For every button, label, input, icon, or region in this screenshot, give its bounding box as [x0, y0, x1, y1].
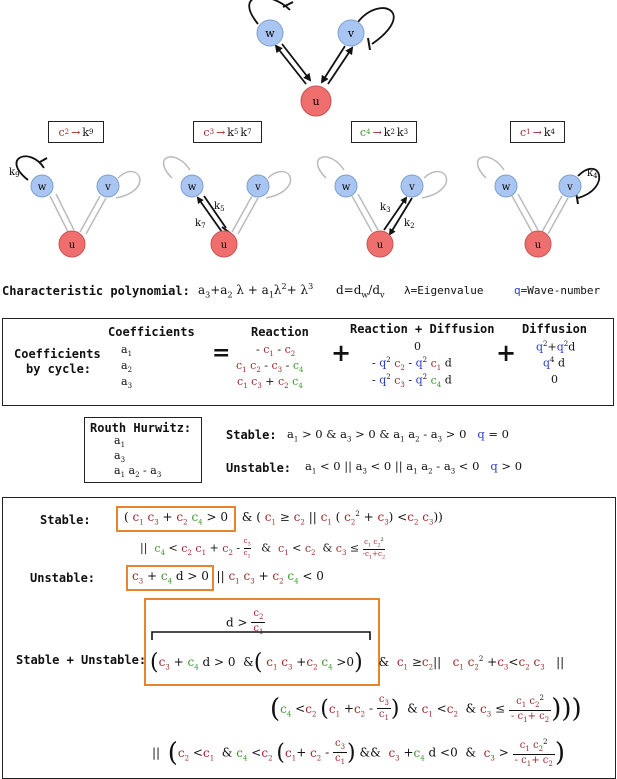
svg-text:u: u: [377, 240, 384, 251]
cycle-networks: k9 w v u k5 k7 w v u k3: [9, 155, 601, 258]
edge-u-v: [327, 46, 354, 85]
diff-a2: q4 d: [543, 356, 566, 370]
node-w-label: w: [265, 27, 275, 40]
network-3: k3 k2 w v u: [316, 156, 448, 258]
coefficients-table: [2, 318, 614, 406]
svg-text:v: v: [408, 182, 415, 193]
svg-text:u: u: [221, 240, 228, 251]
char-poly-expression: a3+a2 λ + a1λ2+ λ3: [198, 282, 314, 300]
svg-text:v: v: [254, 182, 261, 193]
cond-stable-label: Stable:: [40, 513, 91, 527]
network-2: k5 k7 w v u: [162, 156, 292, 258]
edge-v-u: [320, 45, 346, 84]
edge-label-k3: k3: [380, 202, 391, 214]
node-v: [337, 19, 365, 47]
plus-sign-1: +: [331, 338, 352, 367]
col-header-reaction-diffusion: Reaction + Diffusion: [350, 322, 495, 336]
edge-label-k7: k7: [195, 218, 206, 230]
v-self-loop: [357, 7, 395, 45]
svg-text:w: w: [188, 182, 197, 193]
stable-expression-line-1: ( c1 c3 + c2 c4 > 0 & ( c1 ≥ c2 || c1 ( …: [124, 510, 443, 527]
cycle-1-k: k: [82, 125, 90, 139]
svg-text:w: w: [38, 182, 47, 193]
col-header-reaction: Reaction: [251, 325, 309, 339]
coef-row-label-2: by cycle:: [26, 362, 92, 376]
routh-item-a1: a1: [114, 434, 126, 450]
routh-item-a3: a3: [114, 449, 126, 465]
w-self-inhibit: [282, 1, 294, 8]
routh-stable-label: Stable:: [226, 428, 277, 442]
node-w: [256, 19, 284, 47]
svg-text:u: u: [535, 240, 542, 251]
coef-a2: a2: [121, 359, 133, 375]
rd-a3: - q2 c3 - q2 c4 d: [372, 373, 452, 389]
lambda-definition: λ=Eigenvalue: [404, 284, 484, 297]
reaction-a3: c1 c3 + c2 c4: [237, 375, 303, 391]
svg-text:u: u: [69, 240, 76, 251]
edge-w-u: [281, 43, 312, 82]
top-network-diagram: w v u: [248, 0, 395, 117]
diff-a3: 0: [551, 373, 558, 386]
network-1: k9 w v u: [9, 155, 141, 258]
svg-text:w: w: [502, 182, 511, 193]
reaction-a2: c1 c2 - c3 - c4: [236, 359, 304, 375]
cond-unstable-label: Unstable:: [30, 571, 96, 585]
plus-sign-2: +: [496, 338, 517, 367]
edge-label-k2: k2: [404, 218, 415, 230]
edge-label-k4: k4: [587, 168, 598, 180]
rd-a2: - q2 c2 - q2 c1 d: [372, 356, 452, 372]
w-self-loop: [248, 0, 291, 25]
rd-a1: 0: [414, 340, 421, 353]
routh-item-a1a2-a3: a1 a2 - a3: [114, 464, 162, 480]
su-highlight-box: [144, 598, 380, 686]
svg-text:v: v: [104, 182, 111, 193]
routh-unstable-condition: a1 < 0 || a3 < 0 || a1 a2 - a3 < 0 q > 0: [305, 459, 523, 476]
d-definition: d=dw/dv: [336, 283, 385, 300]
stable-highlight-box: [116, 506, 236, 532]
coef-row-label-1: Coefficients: [14, 347, 101, 361]
cycle-1-arrow: →: [71, 125, 81, 139]
unstable-expression: c3 + c4 d > 0 || c1 c3 + c2 c4 < 0: [132, 569, 324, 586]
edge-u-w-1: [274, 44, 307, 85]
reaction-a1: - c1 - c2: [256, 343, 296, 359]
node-v-label: v: [347, 27, 355, 40]
v-self-inhibit: [367, 37, 371, 51]
q-definition: q=Wave-number: [514, 284, 601, 297]
network-4: k4 w v u: [476, 156, 601, 258]
unstable-highlight-box: [126, 565, 214, 591]
routh-stable-condition: a1 > 0 & a3 > 0 & a1 a2 - a3 > 0 q = 0: [287, 427, 509, 444]
cycle-1-c: c: [58, 125, 65, 139]
routh-unstable-label: Unstable:: [226, 461, 292, 475]
edge-label-k9: k9: [9, 167, 20, 179]
node-u-label: u: [312, 95, 319, 108]
svg-text:w: w: [342, 182, 351, 193]
edge-label-k5: k5: [214, 201, 225, 213]
col-header-diffusion: Diffusion: [522, 322, 588, 336]
diff-a1: q2+q2d: [536, 340, 576, 354]
routh-title: Routh Hurwitz:: [90, 421, 192, 435]
su-expression-line-1: (c3 + c4 d > 0 &( c1 c3 +c2 c4 >0) & c1 …: [150, 650, 565, 675]
svg-text:v: v: [566, 182, 573, 193]
coef-a1: a1: [121, 343, 133, 359]
cond-su-label: Stable + Unstable:: [16, 653, 147, 667]
col-header-coefficients: Coefficients: [108, 325, 195, 339]
su-brace: [151, 631, 371, 640]
routh-hurwitz-box: [84, 417, 202, 483]
char-poly-label: Characteristic polynomial:: [2, 284, 190, 298]
node-u: [300, 85, 332, 117]
equals-sign: =: [212, 340, 231, 366]
coef-a3: a3: [121, 375, 133, 391]
